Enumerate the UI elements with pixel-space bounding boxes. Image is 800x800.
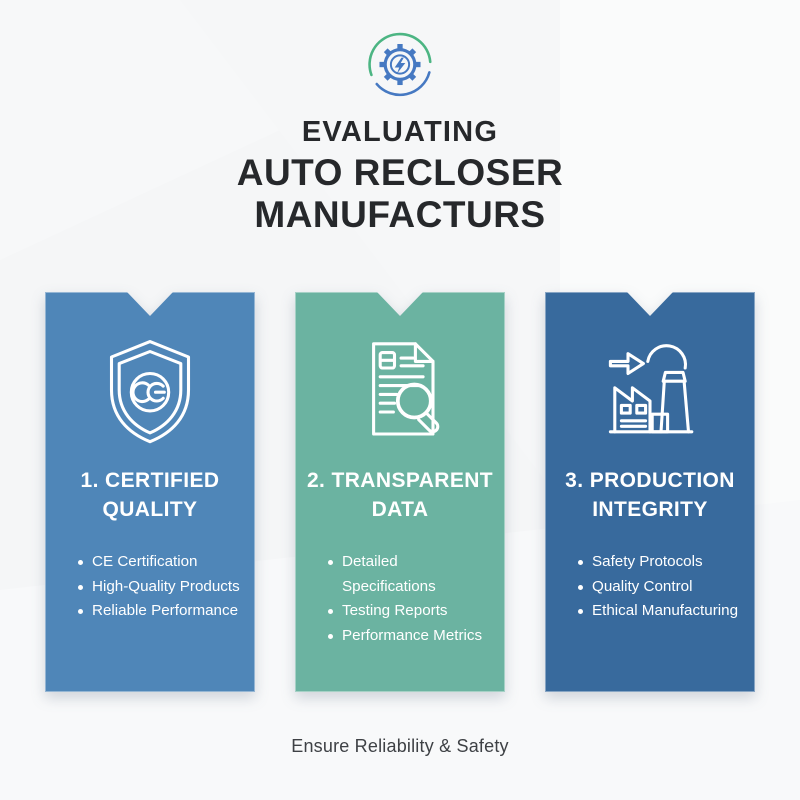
lightning-bolt-icon bbox=[394, 57, 406, 74]
bullet-item: Detailed Specifications bbox=[328, 550, 492, 599]
bullet-item: High-Quality Products bbox=[78, 575, 240, 600]
title-line-2: AUTO RECLOSER bbox=[236, 151, 564, 193]
card-title: 1. CERTIFIED QUALITY bbox=[81, 467, 220, 524]
card-transparent-data-body: 2. TRANSPARENT DATA Detailed Specificati… bbox=[295, 292, 505, 692]
bullet-item: Performance Metrics bbox=[328, 624, 492, 649]
card-title: 2. TRANSPARENT DATA bbox=[307, 467, 493, 524]
card-title: 3. PRODUCTION INTEGRITY bbox=[565, 467, 735, 524]
card-title-line: INTEGRITY bbox=[592, 497, 708, 521]
card-title-line: QUALITY bbox=[102, 497, 198, 521]
card-certified-quality-body: 1. CERTIFIED QUALITY CE Certification Hi… bbox=[45, 292, 255, 692]
bullet-item: Reliable Performance bbox=[78, 599, 240, 624]
card-title-line: 1. CERTIFIED bbox=[80, 469, 220, 492]
card-title-line: DATA bbox=[371, 497, 429, 521]
card-transparent-data: 2. TRANSPARENT DATA Detailed Specificati… bbox=[295, 292, 505, 692]
cards-row: 1. CERTIFIED QUALITY CE Certification Hi… bbox=[45, 292, 755, 692]
title-line-3: MANUFACTURS bbox=[254, 193, 546, 235]
title-line-1: EVALUATING bbox=[301, 116, 499, 148]
footer: Ensure Reliability & Safety bbox=[0, 736, 800, 757]
card-bullet-list: Detailed Specifications Testing Reports … bbox=[296, 550, 504, 649]
bullet-item: Testing Reports bbox=[328, 599, 492, 624]
factory-icon bbox=[595, 335, 705, 445]
card-bullet-list: CE Certification High-Quality Products R… bbox=[46, 550, 252, 624]
document-search-icon bbox=[345, 335, 455, 445]
card-bullet-list: Safety Protocols Quality Control Ethical… bbox=[546, 550, 750, 624]
card-production-integrity: 3. PRODUCTION INTEGRITY Safety Protocols… bbox=[545, 292, 755, 692]
bullet-item: Ethical Manufacturing bbox=[578, 599, 738, 624]
logo-green-arc bbox=[368, 32, 432, 77]
card-title-line: 3. PRODUCTION bbox=[565, 469, 735, 492]
ce-shield-icon bbox=[95, 335, 205, 445]
gear-lightning-logo bbox=[362, 25, 438, 101]
bullet-item: Safety Protocols bbox=[578, 550, 738, 575]
card-production-integrity-body: 3. PRODUCTION INTEGRITY Safety Protocols… bbox=[545, 292, 755, 692]
bullet-item: Quality Control bbox=[578, 575, 738, 600]
gear-icon bbox=[379, 44, 421, 86]
page-title: EVALUATING AUTO RECLOSER MANUFACTURS bbox=[0, 114, 800, 236]
footer-tagline: Ensure Reliability & Safety bbox=[291, 736, 509, 756]
bullet-item: CE Certification bbox=[78, 550, 240, 575]
card-certified-quality: 1. CERTIFIED QUALITY CE Certification Hi… bbox=[45, 292, 255, 692]
logo-blue-arc bbox=[375, 71, 431, 97]
card-title-line: 2. TRANSPARENT bbox=[306, 469, 494, 492]
